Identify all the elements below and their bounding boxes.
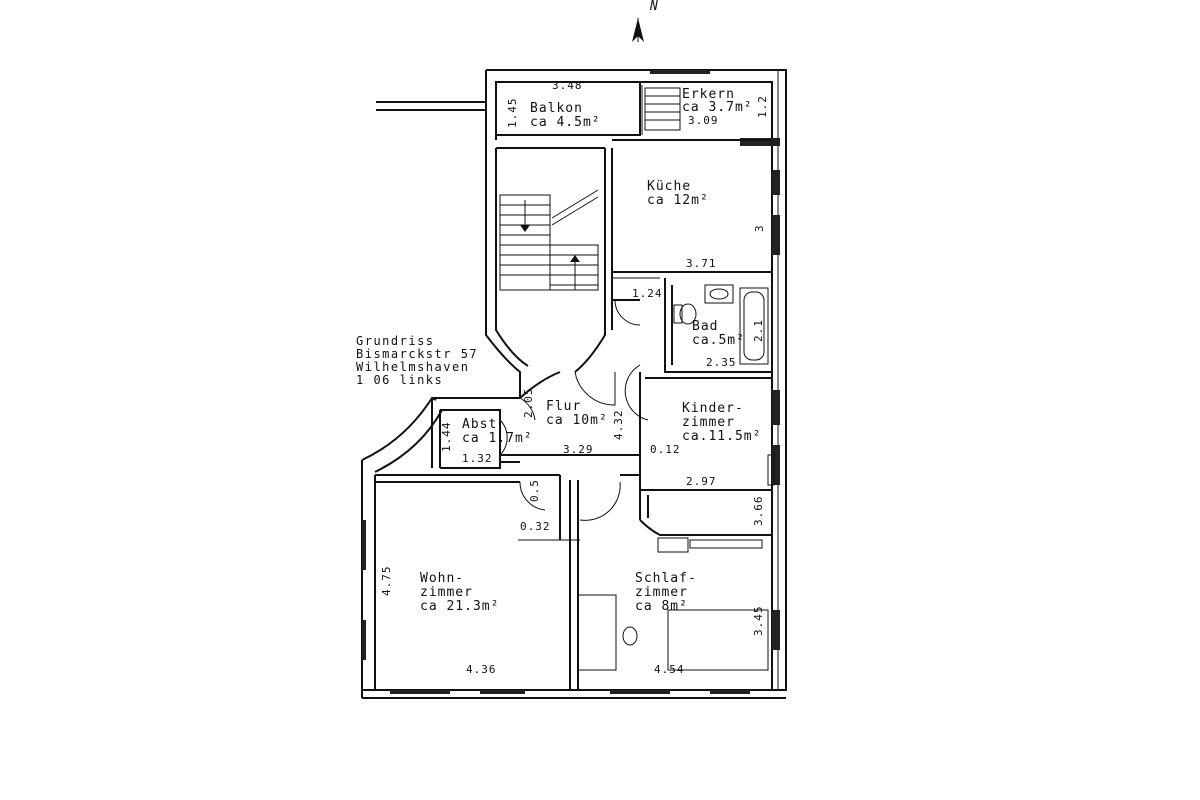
dim-erkern-h: 1.2 — [756, 95, 769, 118]
dim-door-b: 0.32 — [520, 520, 551, 533]
interior-walls — [375, 82, 772, 690]
room-erkern-area: ca 3.7m² — [682, 100, 753, 115]
room-schlaf-area: ca 8m² — [635, 599, 688, 614]
room-wohn-name2: zimmer — [420, 585, 473, 600]
dim-flur-c: 0.12 — [650, 443, 681, 456]
dim-balkon-h: 1.45 — [506, 98, 519, 129]
dim-flur-w: 3.29 — [563, 443, 594, 456]
room-abst-name: Abst — [462, 417, 497, 432]
info-block: Grundriss Bismarckstr 57 Wilhelmshaven 1… — [356, 334, 478, 387]
fixtures — [577, 284, 775, 671]
dimension-labels: 3.48 1.45 3.09 1.2 3.71 3 1.24 2.35 2.1 … — [380, 79, 769, 676]
room-schlaf-name2: zimmer — [635, 585, 688, 600]
dim-kinder-w: 2.97 — [686, 475, 717, 488]
room-bad-name: Bad — [692, 319, 718, 334]
dim-wohn-w: 4.36 — [466, 663, 497, 676]
room-kinder-area: ca.11.5m² — [682, 429, 761, 444]
room-wohn-area: ca 21.3m² — [420, 599, 499, 614]
room-kinder-name1: Kinder- — [682, 401, 744, 416]
room-wohn-name1: Wohn- — [420, 571, 464, 586]
room-flur-name: Flur — [546, 399, 581, 414]
room-bad-area: ca.5m² — [692, 333, 745, 348]
room-kinder-name2: zimmer — [682, 415, 735, 430]
room-flur-area: ca 10m² — [546, 413, 608, 428]
dim-bad-w: 2.35 — [706, 356, 737, 369]
window-marks — [362, 70, 780, 694]
info-city: Wilhelmshaven — [356, 360, 469, 374]
room-kueche-name: Küche — [647, 179, 691, 194]
dim-kinder-h: 3.66 — [752, 496, 765, 527]
room-balkon-name: Balkon — [530, 101, 583, 116]
info-unit: 1 06 links — [356, 373, 443, 387]
dim-schlaf-h: 3.45 — [752, 606, 765, 637]
dim-erkern-w: 3.09 — [688, 114, 719, 127]
info-street: Bismarckstr 57 — [356, 347, 478, 361]
dim-flur-a: 2.05 — [522, 388, 535, 419]
dim-balkon-w: 3.48 — [552, 79, 583, 92]
dim-bad-small: 1.24 — [632, 287, 663, 300]
dim-door-a: 0.5 — [528, 479, 541, 502]
dim-bad-h: 2.1 — [752, 319, 765, 342]
dim-kueche-h: 3 — [753, 224, 766, 232]
dim-abst-h: 1.44 — [440, 422, 453, 453]
north-label: N — [649, 0, 659, 14]
room-schlaf-name1: Schlaf- — [635, 571, 697, 586]
outer-walls — [361, 69, 787, 699]
dim-abst-w: 1.32 — [462, 452, 493, 465]
dim-flur-b: 4.32 — [612, 410, 625, 441]
room-labels: Balkon ca 4.5m² Erkern ca 3.7m² Küche ca… — [420, 87, 761, 614]
dim-wohn-h: 4.75 — [380, 566, 393, 597]
room-kueche-area: ca 12m² — [647, 193, 709, 208]
info-title: Grundriss — [356, 334, 435, 348]
room-erkern-name: Erkern — [682, 87, 735, 102]
staircase — [499, 87, 681, 291]
room-balkon-area: ca 4.5m² — [530, 115, 601, 130]
room-abst-area: ca 1.7m² — [462, 431, 533, 446]
north-arrow-icon — [632, 18, 644, 42]
dim-schlaf-w: 4.54 — [654, 663, 685, 676]
dim-kueche-w: 3.71 — [686, 257, 717, 270]
doors — [499, 299, 666, 521]
